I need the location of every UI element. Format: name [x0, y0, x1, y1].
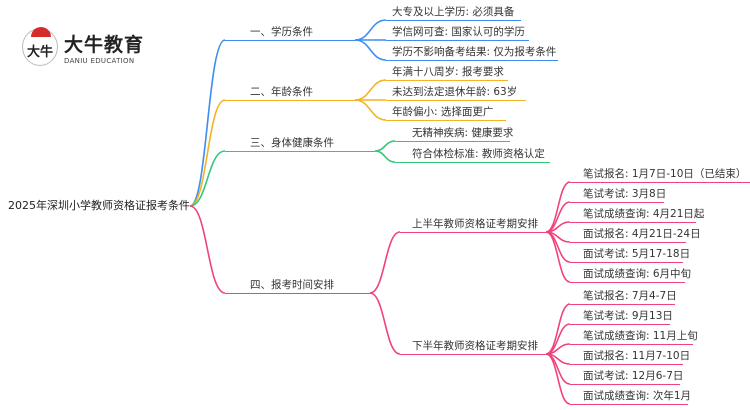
connector-line — [189, 99, 226, 207]
schedule-item[interactable]: 笔试考试: 3月8日 — [570, 188, 666, 203]
connector-line — [354, 79, 387, 101]
connector-line — [374, 140, 396, 152]
connector-line — [545, 181, 571, 233]
logo-mark-icon: 大牛 — [22, 27, 58, 66]
leaf-health[interactable]: 符合体检标准: 教师资格认定 — [395, 148, 550, 163]
logo: 大牛 大牛教育 DANIU EDUCATION — [22, 27, 145, 66]
schedule-item[interactable]: 笔试成绩查询: 4月21日起 — [570, 208, 704, 223]
connector-line — [369, 292, 401, 355]
connector-line — [189, 150, 226, 207]
schedule-item[interactable]: 面试成绩查询: 次年1月 — [570, 390, 691, 405]
logo-name-en: DANIU EDUCATION — [64, 56, 135, 65]
leaf-age[interactable]: 年龄偏小: 选择面更广 — [386, 106, 506, 121]
schedule-item[interactable]: 笔试成绩查询: 11月上旬 — [570, 330, 698, 345]
schedule-item[interactable]: 面试考试: 5月17-18日 — [570, 248, 690, 263]
schedule-item[interactable]: 面试成绩查询: 6月中旬 — [570, 268, 691, 283]
connector-line — [545, 353, 571, 405]
schedule-item[interactable]: 面试报名: 4月21日-24日 — [570, 228, 701, 243]
logo-name: 大牛教育 — [64, 33, 145, 56]
connector-line — [189, 39, 226, 207]
leaf-education[interactable]: 学历不影响备考结果: 仅为报考条件 — [386, 46, 558, 61]
leaf-health[interactable]: 无精神疾病: 健康要求 — [395, 127, 513, 142]
connector-line — [374, 150, 396, 163]
branch-health[interactable]: 三、身体健康条件 — [225, 137, 375, 152]
branch-schedule[interactable]: 四、报考时间安排 — [225, 279, 370, 294]
branch-age[interactable]: 二、年龄条件 — [225, 86, 355, 101]
connector-line — [354, 39, 387, 61]
connector-line — [545, 303, 571, 355]
leaf-education[interactable]: 学信网可查: 国家认可的学历 — [386, 26, 529, 41]
first-half-schedule[interactable]: 上半年教师资格证考期安排 — [400, 218, 546, 233]
schedule-item[interactable]: 笔试报名: 1月7日-10日（已结束） — [570, 168, 750, 183]
schedule-item[interactable]: 面试考试: 12月6-7日 — [570, 370, 683, 385]
schedule-item[interactable]: 面试报名: 11月7-10日 — [570, 350, 690, 365]
schedule-item[interactable]: 笔试考试: 9月13日 — [570, 310, 673, 325]
schedule-item[interactable]: 笔试报名: 7月4-7日 — [570, 290, 677, 305]
leaf-education[interactable]: 大专及以上学历: 必须具备 — [386, 6, 521, 21]
leaf-age[interactable]: 未达到法定退休年龄: 63岁 — [386, 86, 526, 101]
connector-line — [354, 99, 387, 121]
branch-education[interactable]: 一、学历条件 — [225, 26, 355, 41]
connector-line — [545, 231, 571, 283]
connector-line — [189, 205, 226, 294]
second-half-schedule[interactable]: 下半年教师资格证考期安排 — [400, 340, 546, 355]
root-node[interactable]: 2025年深圳小学教师资格证报考条件 — [8, 199, 190, 212]
connector-line — [354, 19, 387, 41]
leaf-age[interactable]: 年满十八周岁: 报考要求 — [386, 66, 508, 81]
connector-line — [369, 231, 401, 294]
